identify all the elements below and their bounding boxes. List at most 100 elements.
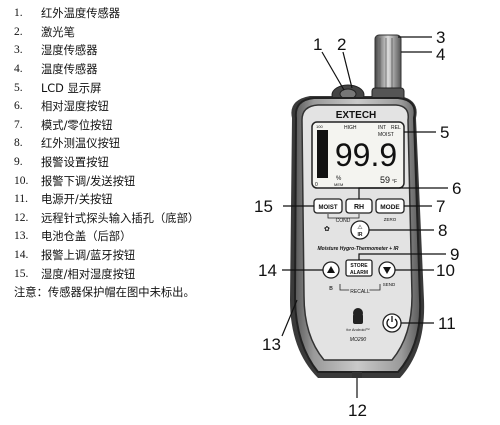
remote-probe-jack <box>352 372 362 378</box>
ir-button-label: IR <box>358 232 363 238</box>
legend-note: 注意：传感器保护帽在图中未标出。 <box>14 285 195 299</box>
legend-number: 11. <box>14 193 28 206</box>
legend-item: 8. 红外测温仪按钮 <box>14 134 254 153</box>
ir-warning-icon: ⚠ <box>357 224 363 231</box>
callout-number: 8 <box>438 221 447 240</box>
legend-item: 4. 温度传感器 <box>14 60 254 79</box>
legend-number: 12. <box>14 211 29 224</box>
legend-number: 4. <box>14 63 23 76</box>
legend-label: 湿度传感器 <box>41 44 98 58</box>
lcd-percent-symbol: % <box>336 176 342 182</box>
legend-number: 2. <box>14 25 23 38</box>
model-number: MO290 <box>350 337 367 343</box>
legend-number: 6. <box>14 100 23 113</box>
legend-label: 电源开/关按钮 <box>41 193 113 207</box>
legend-item: 9. 报警设置按钮 <box>14 153 254 172</box>
legend-item: 5. LCD 显示屏 <box>14 78 254 97</box>
lcd-main-reading: 99.9 <box>335 137 397 173</box>
callout-lines <box>281 36 448 398</box>
legend-label: 红外测温仪按钮 <box>41 137 121 151</box>
legend-label: 红外温度传感器 <box>41 7 121 21</box>
legend-number: 10. <box>14 174 29 187</box>
legend-label: 报警设置按钮 <box>41 156 109 170</box>
lcd-bargraph-zero-label: 0 <box>315 182 318 188</box>
legend-item: 3. 湿度传感器 <box>14 41 254 60</box>
lcd-secondary-unit: °F <box>392 179 397 185</box>
legend-number: 14. <box>14 249 29 262</box>
callout-number: 1 <box>313 35 322 54</box>
legend-item: 6. 相对湿度按钮 <box>14 97 254 116</box>
store-label: STORE <box>350 263 368 269</box>
moist-button-label: MOIST <box>319 205 338 211</box>
legend-number: 1. <box>14 7 23 20</box>
legend-number: 5. <box>14 81 23 94</box>
lcd-moist-indicator: MOIST <box>378 132 394 138</box>
legend-number: 9. <box>14 156 23 169</box>
callout-number: 6 <box>452 179 461 198</box>
legend-number: 15. <box>14 267 29 280</box>
lcd-bargraph <box>317 130 328 178</box>
lcd-mem-indicator: MEM <box>334 182 343 187</box>
callout-number: 4 <box>436 45 445 64</box>
cond-label: COND <box>336 218 351 224</box>
up-arrow-icon <box>327 266 335 273</box>
legend-label: 模式/零位按钮 <box>41 118 113 132</box>
legend-item: 7. 模式/零位按钮 <box>14 116 254 135</box>
recall-bracket <box>339 284 381 291</box>
legend-number: 8. <box>14 137 23 150</box>
legend-label: 报警上调/蓝牙按钮 <box>41 249 136 263</box>
legend-label: 湿度/相对湿度按钮 <box>41 267 136 281</box>
cond-bracket <box>327 214 360 219</box>
legend-label: 激光笔 <box>41 25 75 39</box>
legend-label: 相对湿度按钮 <box>41 100 109 114</box>
callout-number: 12 <box>348 401 367 420</box>
rh-button-label: RH <box>354 204 364 211</box>
callout-number: 5 <box>440 123 449 142</box>
callout-number: 11 <box>438 314 456 333</box>
legend-label: LCD 显示屏 <box>41 81 102 95</box>
lcd-int-indicator: INT <box>378 125 386 131</box>
callout-number: 10 <box>436 261 455 280</box>
legend-item: 14. 报警上调/蓝牙按钮 <box>14 246 254 265</box>
callout-number: 13 <box>262 335 281 354</box>
recall-label: RECALL <box>350 289 370 295</box>
bluetooth-icon: ʙ <box>329 285 333 292</box>
callout-number: 14 <box>258 261 277 280</box>
legend-item: 1. 红外温度传感器 <box>14 4 254 23</box>
legend-item: 12. 远程针式探头输入插孔（底部） <box>14 209 254 228</box>
lcd-bargraph-top-label: 100 <box>316 124 323 129</box>
callout-number: 9 <box>450 245 459 264</box>
mode-button-label: MODE <box>380 204 400 211</box>
legend-number: 3. <box>14 44 23 57</box>
legend-number: 13. <box>14 230 29 243</box>
callout-number: 2 <box>337 35 346 54</box>
power-icon <box>386 318 398 329</box>
legend-label: 报警下调/发送按钮 <box>41 174 136 188</box>
legend-item: 15. 湿度/相对湿度按钮 <box>14 264 254 283</box>
legend-item: 11. 电源开/关按钮 <box>14 190 254 209</box>
zero-label: ZERO <box>384 217 397 222</box>
callout-number: 7 <box>436 197 445 216</box>
android-badge-text: for Android™ <box>346 327 369 332</box>
legend-label: 电池仓盖（后部） <box>41 230 132 244</box>
legend-label: 远程针式探头输入插孔（底部） <box>41 211 200 225</box>
legend-number: 7. <box>14 118 23 131</box>
legend-item: 13. 电池仓盖（后部） <box>14 227 254 246</box>
lcd-screen <box>311 121 405 189</box>
lcd-rel-indicator: REL <box>391 125 401 131</box>
brand-logo-text: EXTECH <box>336 110 377 121</box>
parts-legend: 1. 红外温度传感器 2. 激光笔 3. 湿度传感器 4. 温度传感器 5. LCD 显示… <box>14 4 254 301</box>
legend-item: 2. 激光笔 <box>14 23 254 42</box>
humidity-sensor-probe <box>374 34 402 96</box>
legend-item: 10. 报警下调/发送按钮 <box>14 171 254 190</box>
legend-label: 温度传感器 <box>41 63 98 77</box>
send-label: SEND <box>383 282 396 287</box>
callout-number: 15 <box>254 197 273 216</box>
callout-number: 3 <box>436 28 445 47</box>
wood-icon: ✿ <box>324 226 330 233</box>
lcd-high-indicator: HIGH <box>344 125 357 131</box>
lcd-secondary-reading: 59 <box>380 175 390 185</box>
down-arrow-icon <box>383 267 391 274</box>
alarm-label: ALARM <box>350 270 368 276</box>
